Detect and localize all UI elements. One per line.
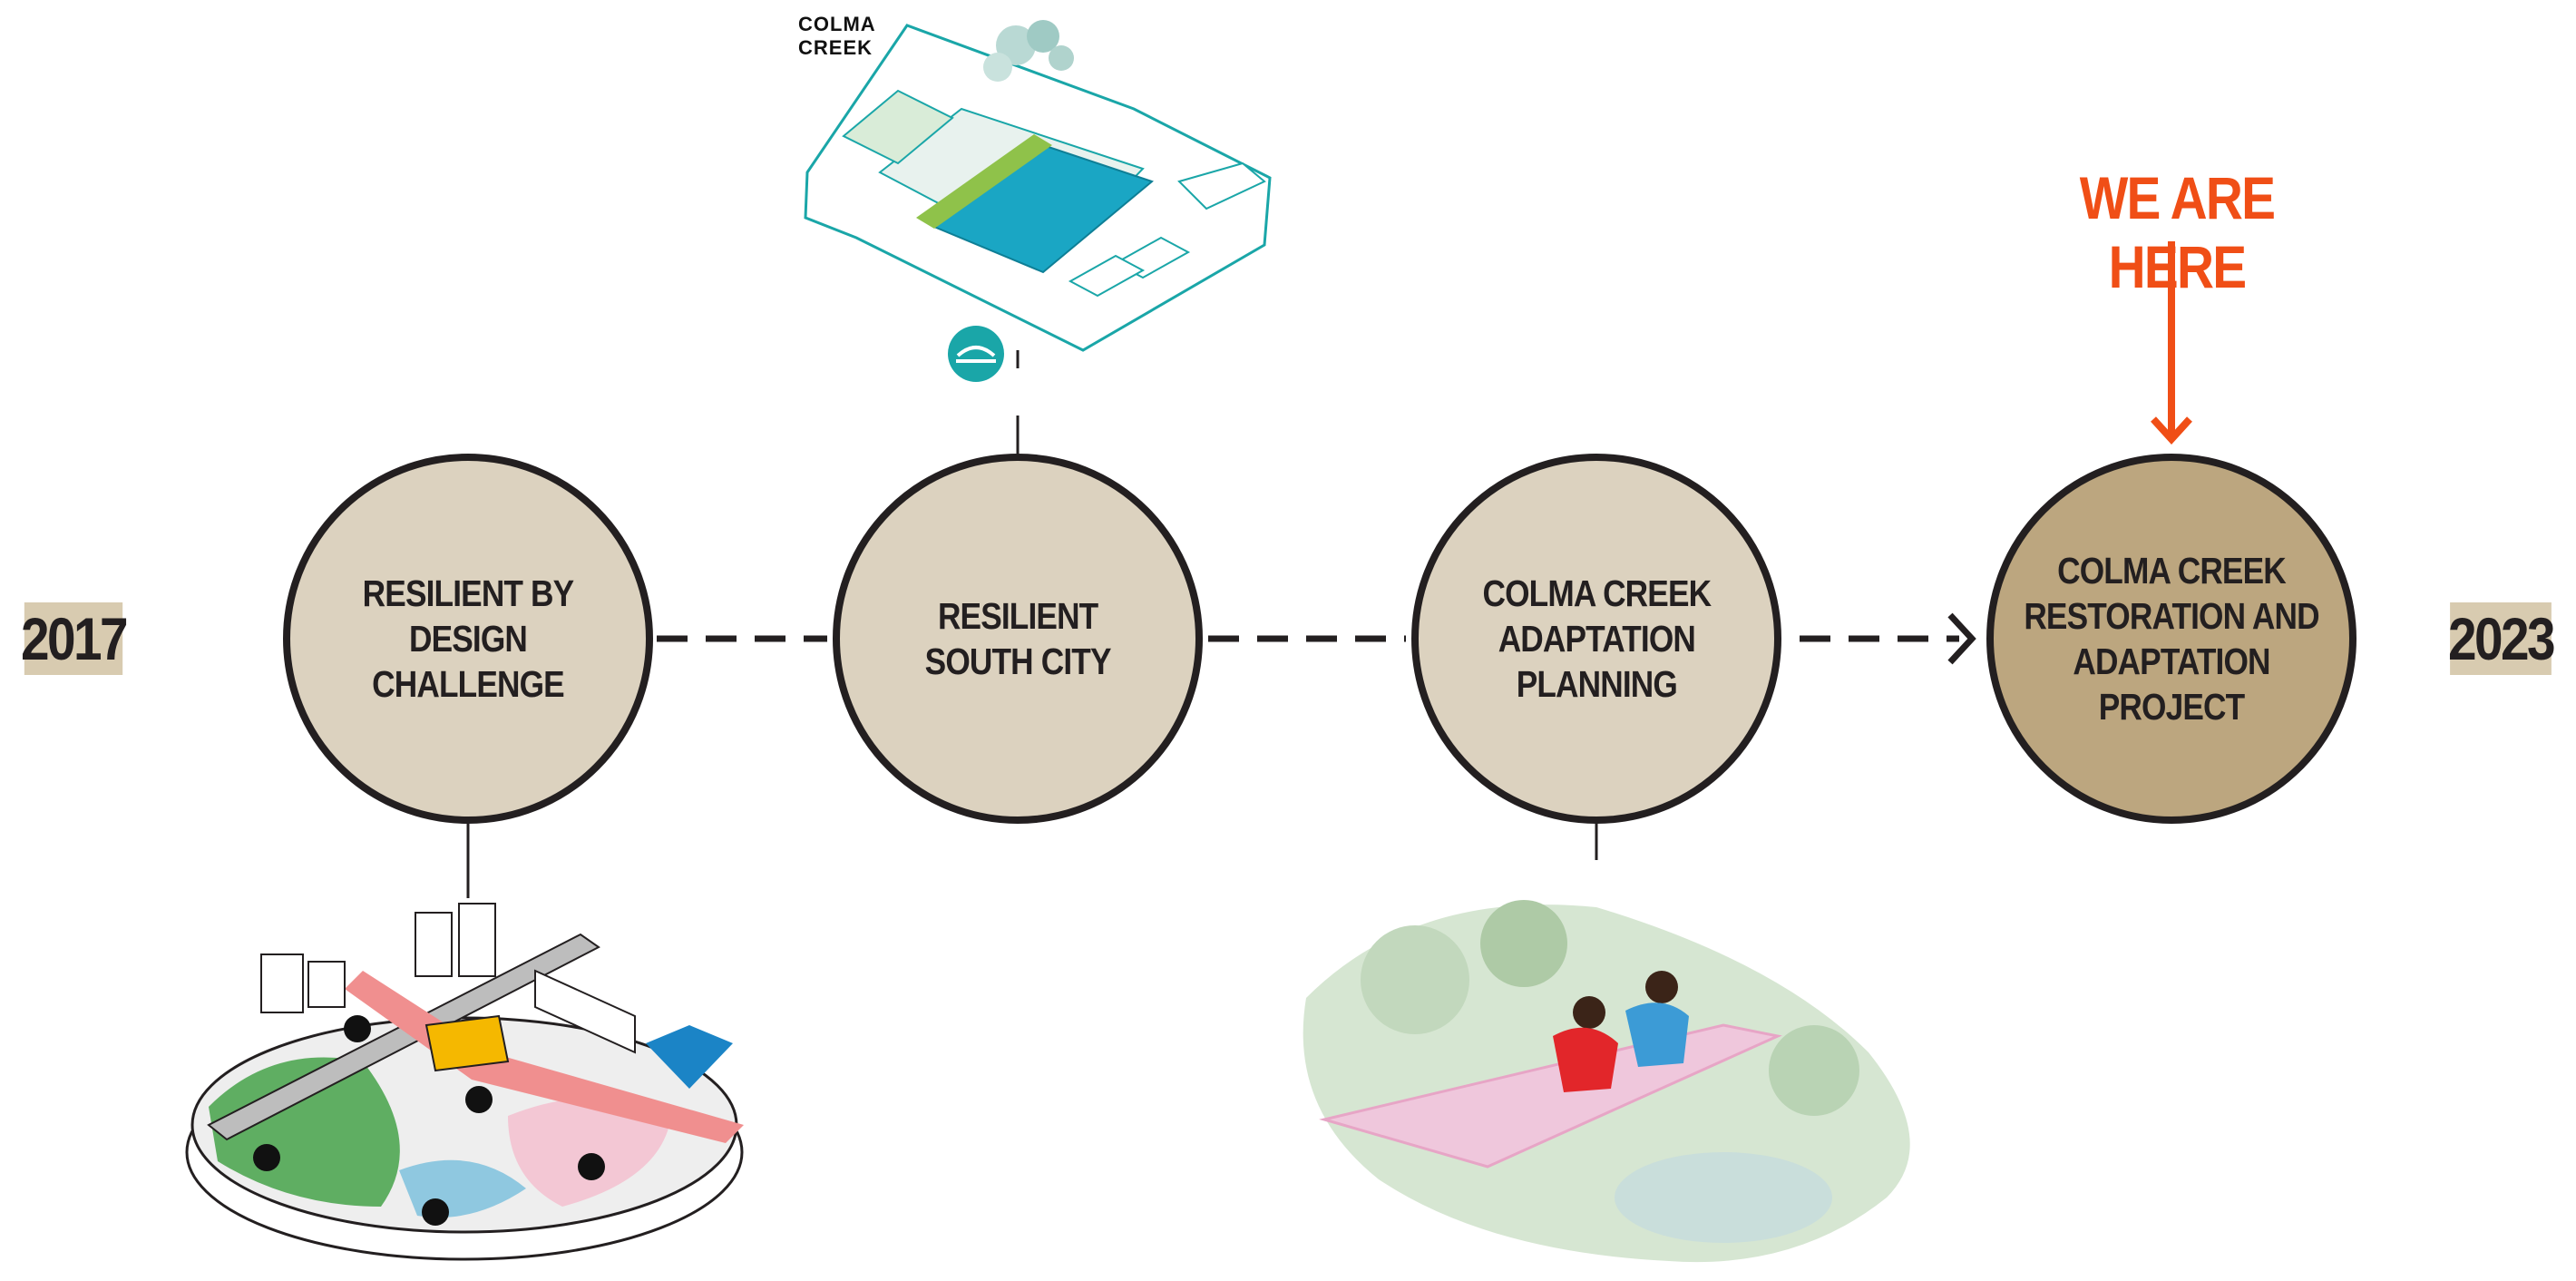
end-year-tag: 2023: [2448, 602, 2556, 675]
node-colma-creek-adaptation-planning: COLMA CREEK ADAPTATION PLANNING: [1411, 454, 1781, 824]
node-resilient-south-city: RESILIENT SOUTH CITY: [833, 454, 1203, 824]
node-colma-creek-restoration-project: COLMA CREEK RESTORATION AND ADAPTATION P…: [1986, 454, 2356, 824]
node-label: RESILIENT BY DESIGN CHALLENGE: [362, 572, 574, 705]
colma-creek-illustration: [804, 20, 1272, 352]
node-label: COLMA CREEK ADAPTATION PLANNING: [1482, 572, 1712, 705]
resilient-by-design-illustration: [185, 903, 744, 1261]
colma-creek-label: COLMA CREEK: [798, 13, 876, 59]
node-resilient-by-design: RESILIENT BY DESIGN CHALLENGE: [283, 454, 653, 824]
bridge-icon: [948, 326, 1004, 382]
timeline-arrowhead-icon: [1947, 612, 1976, 665]
node-label: COLMA CREEK RESTORATION AND ADAPTATION P…: [2024, 550, 2319, 728]
we-are-here-label: WE ARE HERE: [2079, 164, 2276, 300]
we-are-here-arrow-icon: [2151, 241, 2192, 445]
node-label: RESILIENT SOUTH CITY: [924, 595, 1112, 682]
start-year-tag: 2017: [21, 602, 129, 675]
adaptation-planning-illustration: [1303, 900, 1910, 1263]
